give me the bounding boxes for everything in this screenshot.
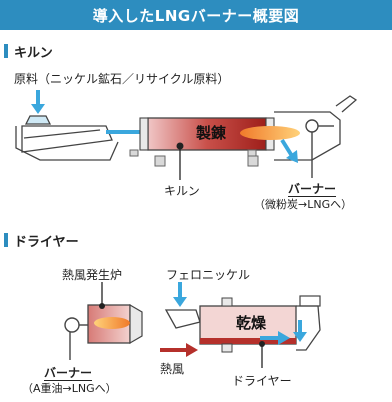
raw-material-label: 原料（ニッケル鉱石／リサイクル原料） xyxy=(14,72,230,86)
furnace-label: 熱風発生炉 xyxy=(62,268,123,282)
section-marker xyxy=(4,233,8,247)
kiln-pointer xyxy=(176,142,184,180)
furnace-pointer xyxy=(99,282,105,309)
kiln-burner-label: バーナー xyxy=(288,182,337,196)
dryer-label: ドライヤー xyxy=(232,374,292,388)
ferronickel-arrow xyxy=(173,282,187,307)
raw-material-arrow xyxy=(31,90,45,114)
diagram-title-text: 導入したLNGバーナー概要図 xyxy=(92,6,300,25)
dryer-burner xyxy=(64,317,88,360)
feed-conveyor xyxy=(15,115,119,161)
discharge-arrow xyxy=(280,138,298,163)
kiln-supports xyxy=(129,149,259,167)
kiln-label: キルン xyxy=(164,184,200,198)
dryer-burner-note: （A重油→LNGへ） xyxy=(22,382,117,395)
dryer-pointer xyxy=(259,341,265,368)
dryer-flow-arrows xyxy=(260,320,307,345)
section-marker xyxy=(4,44,8,58)
kiln-heading-text: キルン xyxy=(14,45,53,61)
kiln-burner-note: （微粉炭→LNGへ） xyxy=(254,198,353,211)
dryer-burner-label: バーナー xyxy=(44,366,93,380)
dryer-section-heading: ドライヤー xyxy=(4,231,79,250)
kiln-flame xyxy=(240,126,300,140)
discharge-hood xyxy=(274,95,358,161)
diagram-title: 導入したLNGバーナー概要図 xyxy=(0,0,392,30)
dryer-inner-label: 乾燥 xyxy=(236,314,267,332)
kiln-section-heading: キルン xyxy=(4,42,53,61)
hot-air-label: 熱風 xyxy=(160,362,185,376)
hot-air-arrow xyxy=(160,343,198,357)
dryer-heading-text: ドライヤー xyxy=(14,234,79,250)
furnace-flame xyxy=(94,317,130,329)
kiln-inner-label: 製錬 xyxy=(196,124,227,142)
kiln-burner xyxy=(305,119,334,178)
ferronickel-label: フェロニッケル xyxy=(166,268,251,282)
